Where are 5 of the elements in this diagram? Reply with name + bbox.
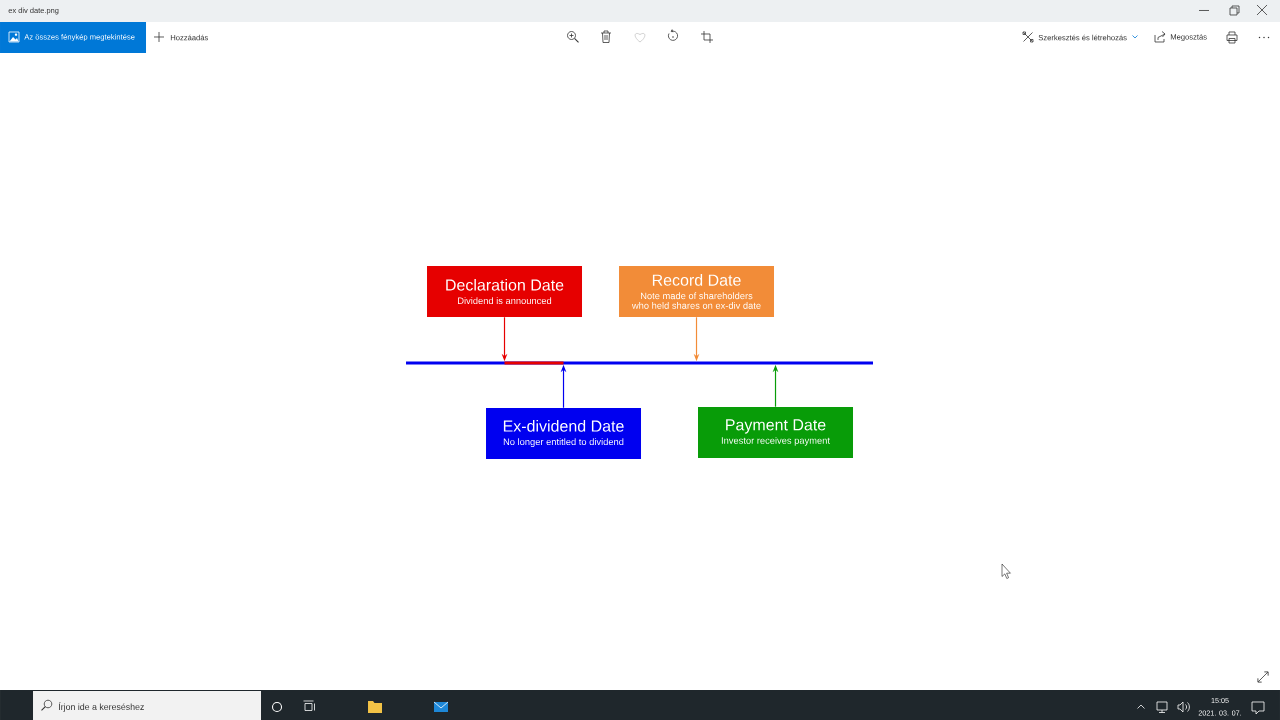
date-box: Record Date Note made of shareholders who held shares on ex-div date: [619, 266, 774, 317]
date-box: Ex-dividend Date No longer entitled to dividend: [486, 408, 641, 459]
date-box: Declaration Date Dividend is announced: [427, 266, 582, 317]
search-field: Írjon ide a kereséshez: [33, 691, 261, 720]
date-box: Payment Date Investor receives payment: [698, 407, 853, 458]
